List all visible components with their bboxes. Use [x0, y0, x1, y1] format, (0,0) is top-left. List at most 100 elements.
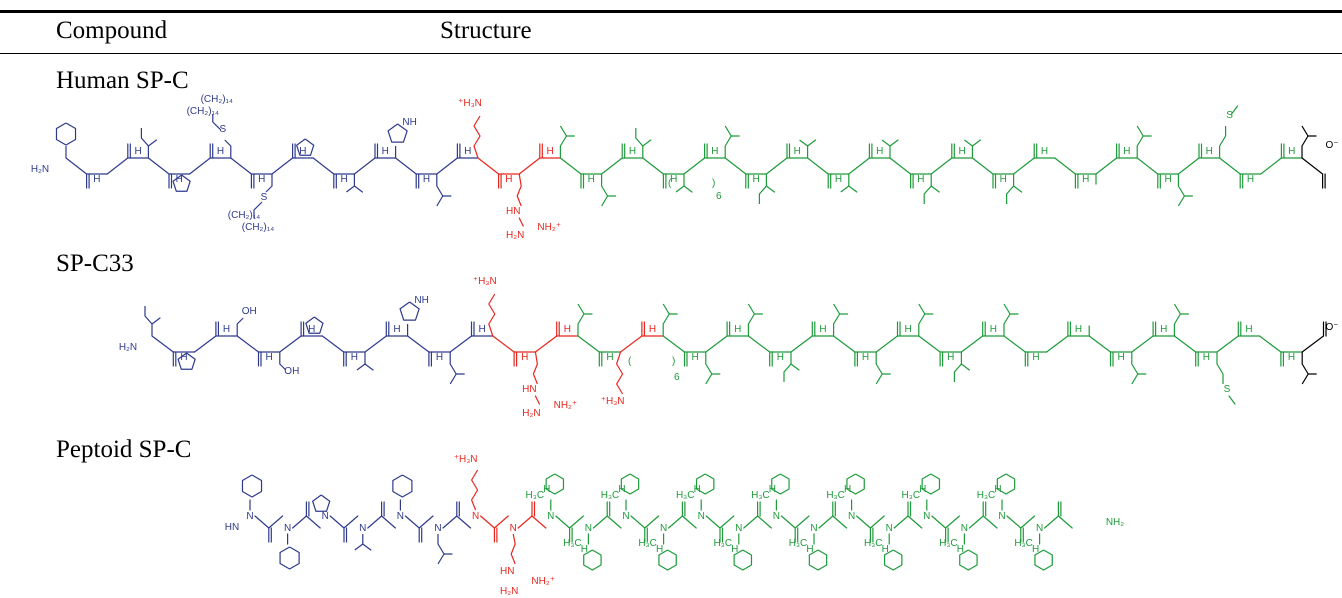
leucine-side-chain	[747, 303, 756, 336]
leucine-side-chain	[918, 303, 926, 336]
benzene-ring	[808, 549, 828, 571]
peptide-backbone	[1003, 335, 1026, 353]
peptoid-backbone	[832, 515, 848, 529]
leucine-side-chain	[662, 303, 670, 336]
amide-nh-label: H	[794, 146, 801, 157]
leucine-side-chain	[577, 303, 585, 336]
peptide-backbone	[619, 335, 643, 353]
peptoid-backbone	[630, 515, 646, 529]
peptoid-nitrogen-label: N	[886, 523, 893, 534]
peptoid-nitrogen-label: N	[810, 523, 817, 534]
benzene-ring	[921, 473, 941, 495]
peptide-backbone	[1088, 335, 1112, 353]
peptoid-nitrogen-label: N	[434, 523, 441, 534]
leucine-side-chain	[875, 352, 883, 385]
amide-nh-label: H	[947, 352, 954, 363]
palmitoyl-chain	[253, 201, 263, 218]
imidazole-nh-label: NH	[402, 117, 416, 128]
isoleucine-side-chain	[140, 128, 149, 158]
benzene-ring	[392, 474, 413, 498]
peptide-backbone	[194, 335, 217, 353]
arginine-side-chain	[534, 395, 541, 405]
peptide-backbone	[1260, 157, 1283, 175]
peptide-backbone	[1012, 157, 1035, 175]
peptoid-backbone	[780, 515, 796, 529]
n-terminal-amine-label: H₂N	[119, 342, 137, 353]
peptide-backbone	[395, 157, 417, 175]
guanidine-h2n-label: H₂N	[500, 586, 518, 597]
peptide-backbone	[534, 335, 558, 353]
amide-nh-label: H	[862, 352, 869, 363]
amide-nh-label: H	[1245, 324, 1252, 335]
compound-name-human-sp-c: Human SP-C	[56, 67, 189, 94]
peptoid-nitrogen-label: N	[472, 511, 479, 522]
amide-nh-label: H	[436, 352, 443, 363]
isoleucine-side-chain	[960, 363, 971, 371]
isoleucine-side-chain	[151, 317, 161, 325]
benzene-ring	[658, 549, 677, 571]
peptoid-backbone	[305, 515, 321, 529]
repeat-close-parenthesis: )	[712, 178, 715, 189]
amide-nh-label: H	[93, 174, 100, 185]
isoleucine-side-chain	[758, 174, 768, 204]
peptide-backbone	[449, 335, 473, 353]
repeat-count-label: 6	[674, 372, 680, 383]
peptide-backbone	[436, 157, 458, 175]
amide-nh-label: H	[393, 324, 400, 335]
cysteine-side-chain	[265, 174, 273, 193]
isoleucine-side-chain	[144, 306, 153, 336]
peptoid-nitrogen-label: N	[848, 511, 855, 522]
benzene-ring	[279, 546, 300, 570]
benzene-ring	[695, 473, 715, 495]
peptide-backbone	[930, 157, 953, 175]
leucine-side-chain	[1177, 174, 1186, 207]
column-header-compound: Compound	[56, 17, 168, 44]
amide-nh-label: H	[958, 146, 965, 157]
amide-nh-label: H	[1082, 174, 1089, 185]
isobutyl-side-chain	[437, 534, 445, 565]
peptoid-backbone	[944, 515, 961, 529]
peptoid-backbone	[592, 515, 608, 529]
benzene-ring	[545, 473, 565, 495]
peptide-backbone	[642, 157, 665, 175]
isoleucine-side-chain	[642, 139, 652, 147]
c-terminal-amide-label: NH₂	[1106, 517, 1124, 528]
amide-nh-label: H	[1288, 352, 1295, 363]
peptoid-backbone	[667, 515, 684, 529]
amide-nh-label: H	[1041, 146, 1048, 157]
peptide-backbone	[600, 157, 623, 175]
guanidinium-label: NH₂⁺	[554, 400, 578, 411]
peptide-backbone	[1177, 157, 1200, 175]
chiral-h-label: H	[1032, 544, 1039, 555]
peptoid-nitrogen-label: N	[961, 523, 968, 534]
benzene-ring	[733, 549, 753, 571]
sulfur-label: S	[1226, 110, 1233, 121]
peptoid-nitrogen-label: N	[660, 523, 667, 534]
guanidine-h2n-label: H₂N	[506, 230, 524, 241]
peptide-backbone	[848, 157, 871, 175]
palmitoyl-label: (CH₂)₁₄	[242, 222, 274, 233]
leucine-side-chain	[832, 303, 841, 336]
amide-nh-label: H	[777, 352, 784, 363]
peptoid-backbone	[456, 515, 472, 529]
peptoid-backbone	[531, 515, 547, 529]
peptoid-nitrogen-label: N	[547, 511, 554, 522]
amide-nh-label: H	[1123, 146, 1130, 157]
isopropyl-side-chain	[354, 534, 364, 551]
peptoid-backbone	[907, 515, 923, 529]
palmitoyl-label: (CH₂)₁₄	[201, 94, 233, 105]
peptoid-nitrogen-label: N	[397, 511, 404, 522]
amide-nh-label: H	[629, 146, 636, 157]
peptoid-backbone	[719, 515, 735, 529]
ammonium-label: ⁺H₃N	[473, 276, 497, 287]
repeat-count-label: 6	[716, 191, 722, 202]
chiral-h-label: H	[806, 544, 813, 555]
peptoid-backbone	[268, 515, 284, 529]
peptide-backbone	[492, 335, 515, 353]
ammonium-label: ⁺H₃N	[601, 396, 625, 407]
benzene-ring	[883, 549, 903, 571]
peptide-backbone	[1301, 335, 1325, 353]
benzene-ring	[996, 473, 1016, 495]
amide-nh-label: H	[134, 146, 141, 157]
chiral-h-label: H	[957, 544, 964, 555]
